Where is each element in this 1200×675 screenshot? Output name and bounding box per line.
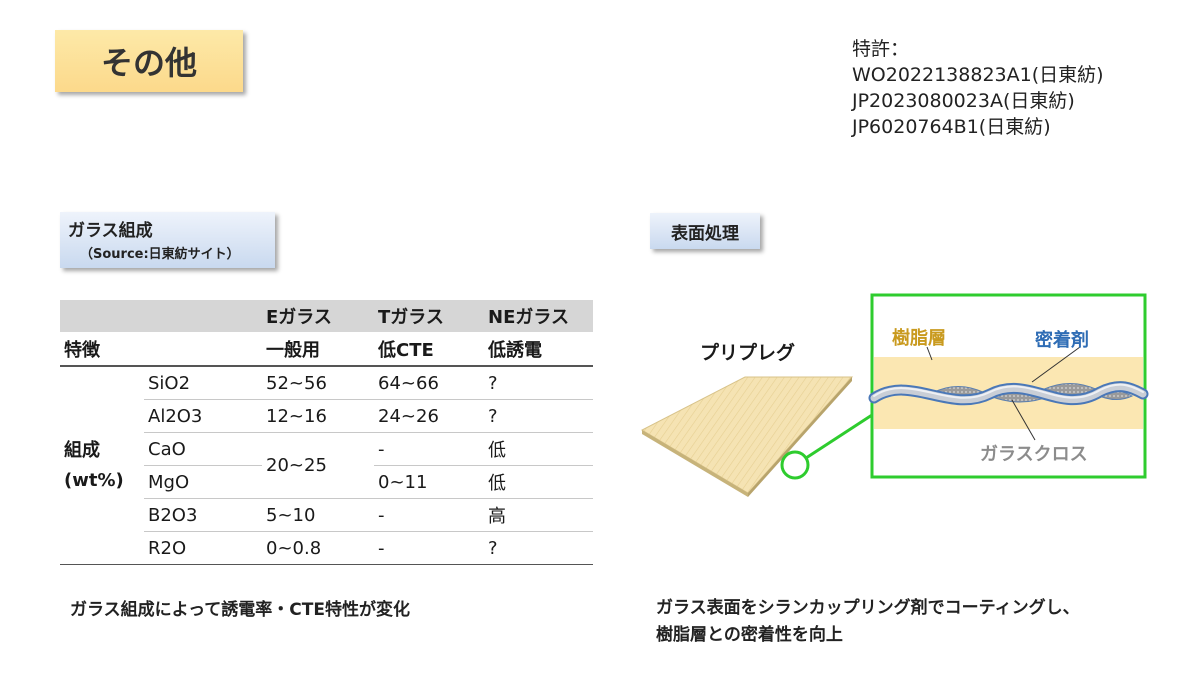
- header-cell: [60, 300, 144, 333]
- surface-caption-line: ガラス表面をシランカップリング剤でコーティングし、: [656, 598, 1080, 618]
- feature-label: 特徴: [60, 332, 262, 367]
- table-cell: 低: [484, 432, 593, 466]
- table-row: 組成 (wt%) SiO2 52~56 64~66 ?: [60, 366, 593, 565]
- component-name: CaO: [144, 432, 262, 466]
- feature-cell: 低誘電: [484, 332, 593, 367]
- table-cell: 高: [484, 498, 593, 532]
- table-cell: 0~11: [374, 465, 484, 499]
- table-cell: 20~25: [262, 432, 374, 499]
- component-name: MgO: [144, 465, 262, 499]
- patent-heading: 特許：: [852, 38, 910, 60]
- table-row: MgO 0~11 低: [60, 465, 593, 499]
- feature-cell: 一般用: [262, 332, 374, 367]
- header-cell: [144, 300, 262, 333]
- header-cell-t-glass: Tガラス: [374, 300, 484, 333]
- glass-composition-table: Eガラス Tガラス NEガラス 特徴 一般用 低CTE 低誘電 組成 (wt%)…: [60, 300, 593, 565]
- glass-composition-title: ガラス組成: [68, 221, 153, 241]
- surface-caption-line: 樹脂層との密着性を向上: [656, 625, 843, 645]
- glass-composition-label: ガラス組成 （Source:日東紡サイト）: [60, 212, 275, 268]
- table-cell: ?: [484, 531, 593, 565]
- page-title: その他: [55, 30, 243, 92]
- patent-item: JP2023080023A(日東紡): [852, 90, 1075, 112]
- coated-fiber-core: [870, 383, 1147, 404]
- table-row: R2O 0~0.8 - ?: [60, 531, 593, 565]
- table-cell: 12~16: [262, 399, 374, 433]
- magnifier-connector: [805, 413, 873, 460]
- table-cell: -: [374, 498, 484, 532]
- table-cell: 5~10: [262, 498, 374, 532]
- surface-treatment-diagram: 樹脂層 密着剤 ガラスクロス: [640, 290, 1160, 510]
- glass-caption: ガラス組成によって誘電率・CTE特性が変化: [70, 600, 410, 620]
- table-cell: 24~26: [374, 399, 484, 433]
- component-name: R2O: [144, 531, 262, 565]
- resin-leader: [926, 346, 933, 361]
- adhesive-label: 密着剤: [1035, 330, 1089, 351]
- table-cell: ?: [484, 399, 593, 433]
- table-header-row: Eガラス Tガラス NEガラス: [60, 300, 593, 333]
- header-cell-ne-glass: NEガラス: [484, 300, 593, 333]
- table-cell: -: [374, 531, 484, 565]
- component-name: B2O3: [144, 498, 262, 532]
- table-cell: ?: [484, 366, 593, 400]
- adhesive-leader: [1031, 346, 1081, 383]
- glass-cloth-label: ガラスクロス: [980, 444, 1088, 465]
- patent-item: WO2022138823A1(日東紡): [852, 64, 1104, 86]
- group-label-line: 組成: [64, 439, 100, 461]
- diagram-graphic: [640, 293, 1149, 497]
- table-row: CaO 20~25 - 低: [60, 432, 593, 499]
- table-cell: 0~0.8: [262, 531, 374, 565]
- component-name: Al2O3: [144, 399, 262, 433]
- source-note: （Source:日東紡サイト）: [80, 247, 240, 262]
- table-cell: 64~66: [374, 366, 484, 400]
- table-cell: 低: [484, 465, 593, 499]
- composition-group-label: 組成 (wt%): [60, 366, 144, 565]
- patent-item: JP6020764B1(日東紡): [852, 116, 1051, 138]
- group-label-unit: (wt%): [64, 469, 124, 491]
- cloth-leader: [1011, 399, 1036, 441]
- feature-cell: 低CTE: [374, 332, 484, 367]
- prepreg-sheet: [640, 376, 854, 497]
- surface-treatment-label: 表面処理: [650, 213, 760, 249]
- patent-list: 特許： WO2022138823A1(日東紡) JP2023080023A(日東…: [852, 36, 1104, 140]
- magnifier-circle: [780, 450, 810, 480]
- resin-layer-label: 樹脂層: [892, 328, 946, 349]
- table-feature-row: 特徴 一般用 低CTE 低誘電: [60, 332, 593, 367]
- surface-caption: ガラス表面をシランカップリング剤でコーティングし、 樹脂層との密着性を向上: [656, 595, 1080, 649]
- component-name: SiO2: [144, 366, 262, 400]
- table-row: Al2O3 12~16 24~26 ?: [60, 399, 593, 433]
- coated-fiber-highlight: [873, 383, 1144, 399]
- header-cell-e-glass: Eガラス: [262, 300, 374, 333]
- table-row: B2O3 5~10 - 高: [60, 498, 593, 532]
- table-cell: 52~56: [262, 366, 374, 400]
- table-cell: -: [374, 432, 484, 466]
- prepreg-label: プリプレグ: [700, 342, 796, 364]
